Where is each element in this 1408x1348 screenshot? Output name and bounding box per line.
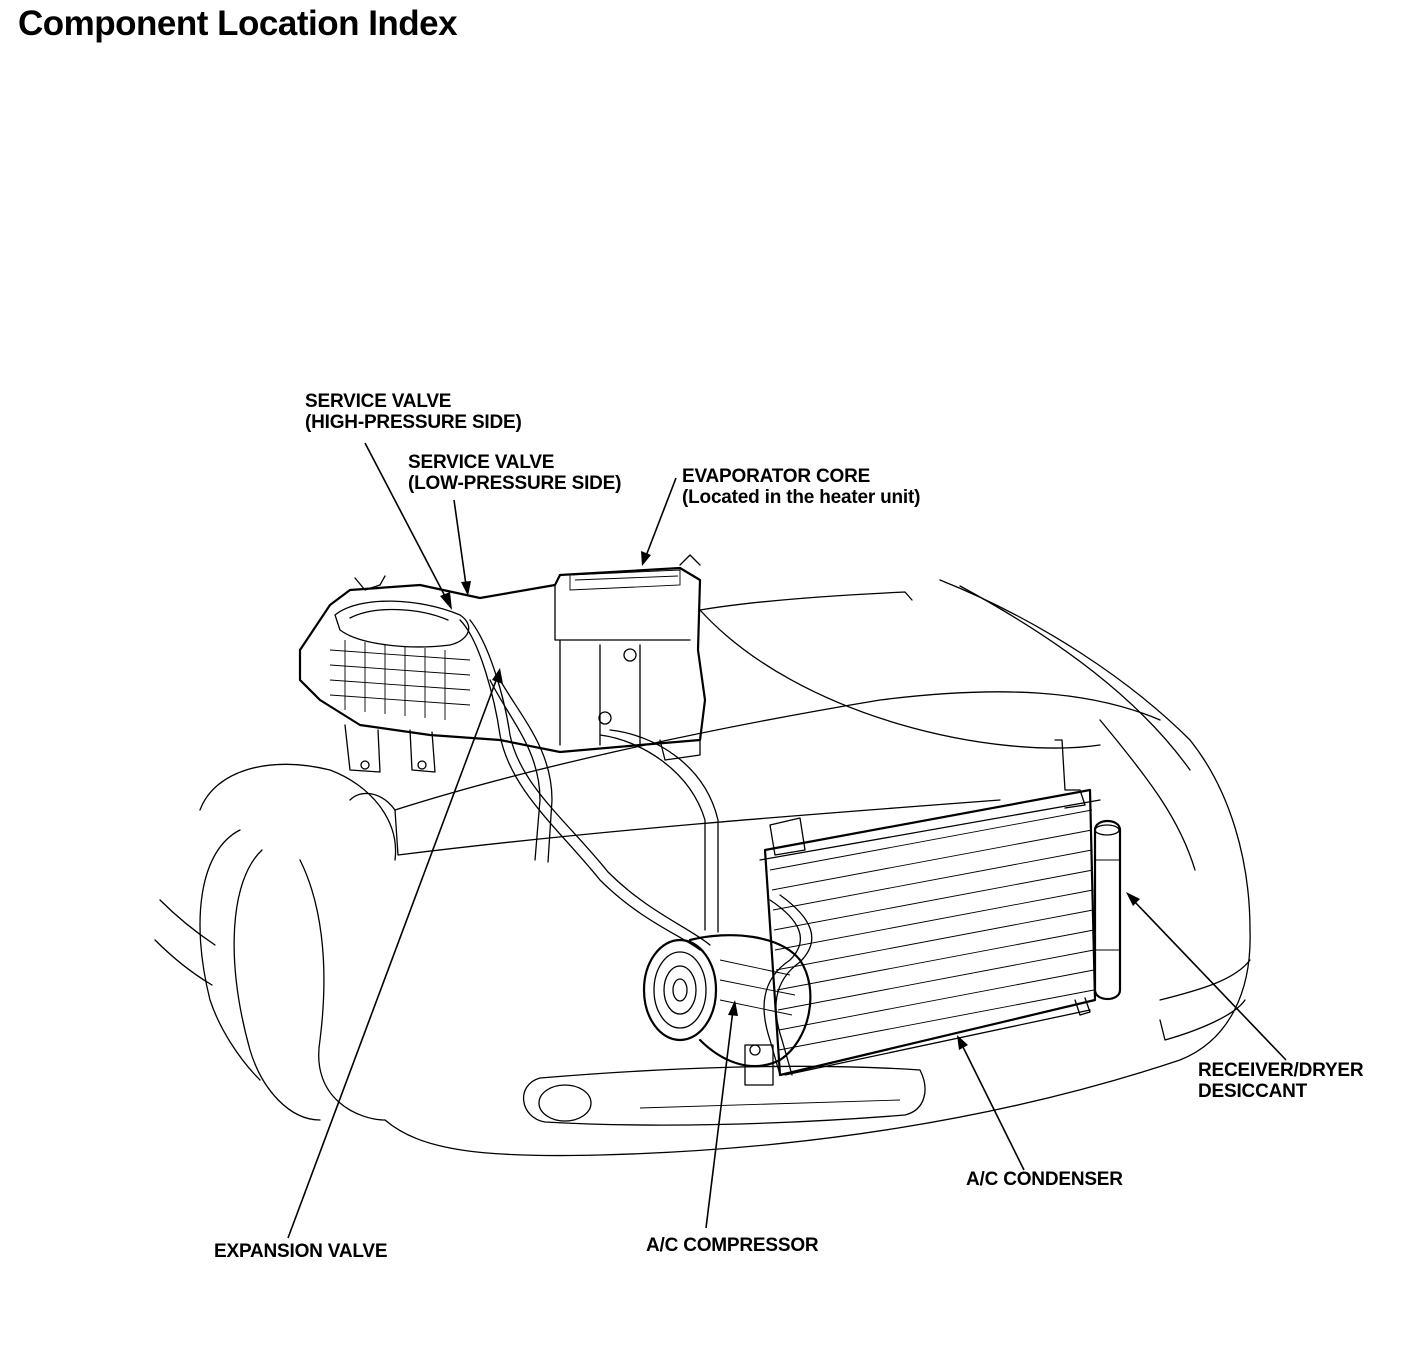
service-valve-high-label: SERVICE VALVE (HIGH-PRESSURE SIDE) [305,391,522,433]
expansion-valve-label: EXPANSION VALVE [214,1241,388,1262]
leader-lines [287,442,1287,1239]
ac-condenser-label: A/C CONDENSER [966,1169,1123,1190]
page-title: Component Location Index [18,4,458,43]
heater-unit [298,554,707,773]
ac-compressor-label: A/C COMPRESSOR [646,1235,819,1256]
receiver-dryer [1074,819,1122,1016]
receiver-dryer-label: RECEIVER/DRYER DESICCANT [1198,1060,1364,1102]
ac-condenser [763,739,1097,1077]
car-body-outline [154,579,1251,1157]
evaporator-core-label: EVAPORATOR CORE (Located in the heater u… [682,466,921,508]
service-valve-low-label: SERVICE VALVE (LOW-PRESSURE SIDE) [408,452,622,494]
